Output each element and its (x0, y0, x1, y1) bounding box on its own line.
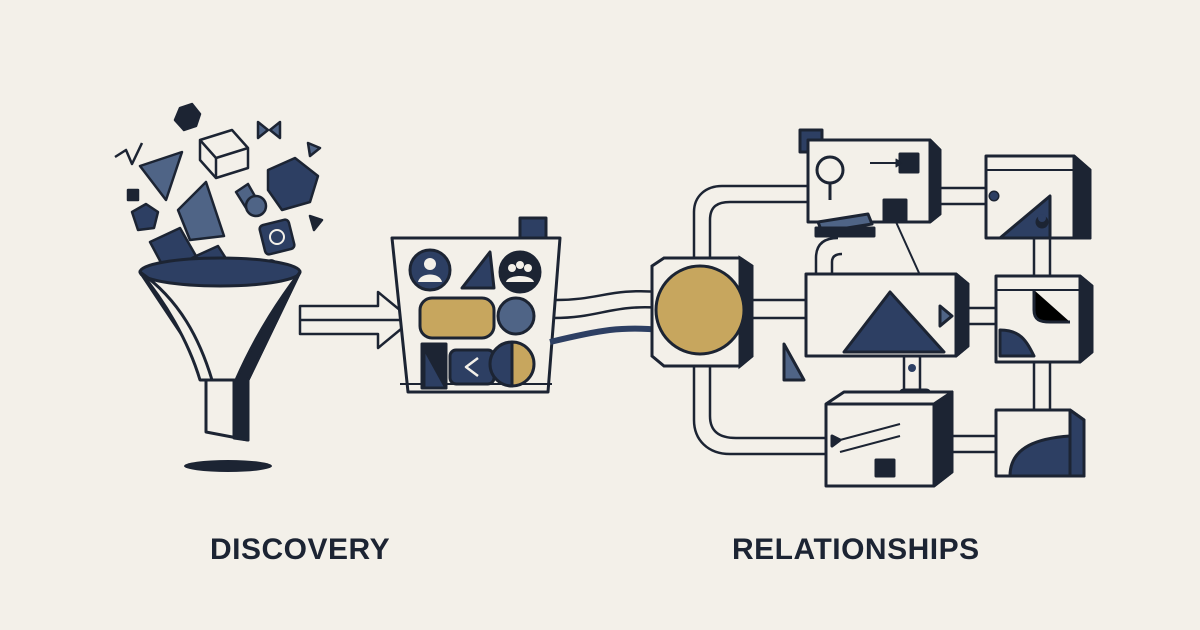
top-box-pin-icon (815, 155, 845, 185)
right-box-bottom (994, 408, 1086, 478)
funnel-icon (138, 256, 302, 442)
house-box (782, 272, 970, 382)
bowtie-shape-icon (256, 120, 270, 140)
slate-circle-shape (496, 296, 536, 336)
right-box-middle (994, 274, 1094, 364)
funnel-shadow (184, 460, 272, 472)
cube-outline-icon (198, 128, 250, 180)
pentagon-icon (130, 202, 160, 232)
hexagon-shape-icon (173, 102, 202, 132)
relationships-label: RELATIONSHIPS (732, 533, 980, 566)
refresh-tile-icon (258, 218, 296, 256)
triangle-large-icon (176, 180, 226, 242)
small-square-icon (126, 188, 140, 202)
basket-icon (390, 216, 562, 394)
tiny-triangle-icon (308, 214, 324, 232)
connector-dots (908, 192, 1046, 372)
basket-triangle-icon (460, 250, 496, 290)
right-box-top (984, 154, 1092, 240)
chevron-tile-icon (448, 348, 496, 386)
basket-lid-square (518, 216, 548, 240)
triangle-navy-icon (138, 150, 184, 202)
bottom-box (824, 388, 954, 488)
house-side-triangle (782, 342, 806, 382)
half-circle-shape (510, 340, 536, 388)
small-triangle-icon (306, 141, 322, 158)
dot-shape-icon (244, 194, 268, 218)
discovery-label: DISCOVERY (210, 533, 391, 566)
cube-solid-icon (266, 156, 320, 212)
bottom-box-square (874, 458, 896, 478)
connector-to-hub (549, 289, 663, 345)
group-icon (498, 250, 542, 294)
arrow-right-icon (298, 290, 414, 350)
house-roof-icon (842, 290, 946, 354)
top-box-small-square (898, 152, 920, 174)
zigzag-line (114, 142, 144, 166)
bowtie-shape-icon-2 (268, 120, 282, 140)
basket-corner-tile (422, 346, 448, 390)
top-box (798, 128, 942, 291)
gold-pill-shape (418, 296, 496, 340)
hub-circle-icon (650, 255, 754, 370)
top-box-square-2 (882, 198, 908, 224)
